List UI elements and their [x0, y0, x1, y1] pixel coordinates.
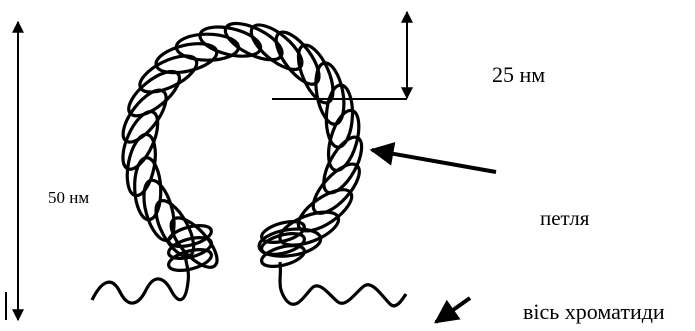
coil-turn [115, 84, 173, 149]
solenoid-coils [115, 16, 369, 274]
loop-label: петля [540, 208, 589, 229]
dimension-25-label: 25 нм [492, 64, 545, 86]
chromatid-axis-label: вісь хроматиди [523, 301, 665, 323]
loop-pointer-arrow [372, 150, 496, 172]
chromatid-axis-strand-left [92, 252, 188, 303]
chromatid-axis-strand-right [280, 262, 406, 306]
dimension-50-label: 50 нм [48, 189, 89, 206]
axis-pointer-arrow [436, 298, 470, 322]
coil-turn [135, 49, 202, 100]
coil-turn [306, 157, 367, 220]
